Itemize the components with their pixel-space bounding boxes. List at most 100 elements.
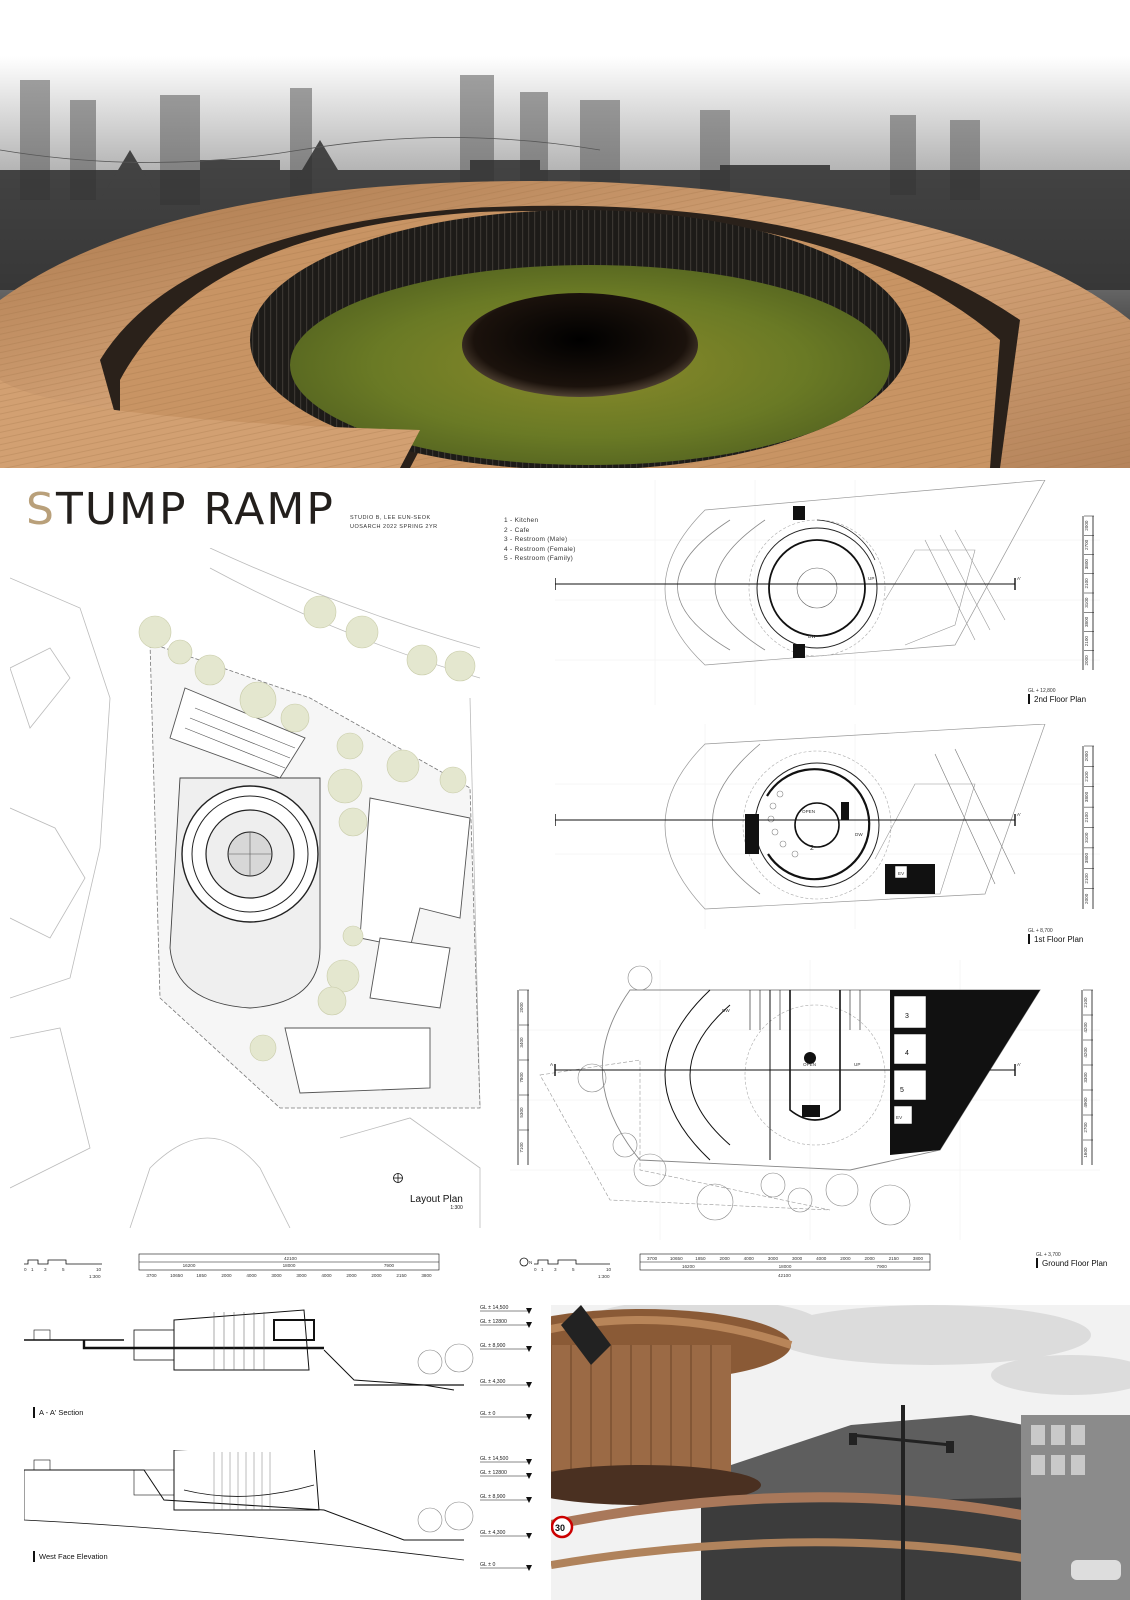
aa-section-title: A - A' Section xyxy=(39,1408,84,1417)
dimension-value: 2700 xyxy=(1083,1122,1088,1133)
dw-marker: DW xyxy=(855,832,863,837)
label-bar xyxy=(1036,1258,1038,1268)
course-line: UOSARCH 2022 SPRING 2YR xyxy=(350,524,438,530)
dimension-value: 2150 xyxy=(396,1273,407,1278)
dimension-value: 2000 xyxy=(346,1273,357,1278)
dimension-value: 2700 xyxy=(1084,539,1089,550)
dimension-value: 2100 xyxy=(1084,873,1089,884)
title-text: STUMP RAMP xyxy=(26,484,335,535)
title-first-letter: S xyxy=(26,484,56,535)
dimension-value: 2000 xyxy=(840,1256,851,1261)
layout-plan-scale: 1:300 xyxy=(450,1205,463,1211)
room-number-cafe: 2 xyxy=(810,845,814,852)
dimension-value: 2000 xyxy=(719,1256,730,1261)
dimension-value: 2150 xyxy=(889,1256,900,1261)
dimension-value: 2000 xyxy=(1084,655,1089,666)
dimension-value: 2100 xyxy=(1084,771,1089,782)
west-elevation-title: West Face Elevation xyxy=(39,1552,108,1561)
scale-tick-1: 1 xyxy=(31,1267,34,1272)
scale-tick-3: 3 xyxy=(44,1267,47,1272)
level-1280: GL ± 12800 xyxy=(480,1470,507,1476)
legend-item-cafe: 2 - Cafe xyxy=(504,526,530,534)
dimension-total: 42100 xyxy=(778,1273,791,1278)
scale-tick-3: 3 xyxy=(554,1267,557,1272)
level-430: GL ± 4,300 xyxy=(480,1379,506,1385)
room-number-family: 5 xyxy=(900,1087,904,1094)
scale-tick-10: 10 xyxy=(96,1267,102,1272)
layout-plan xyxy=(10,548,481,1228)
second-floor-label: GL + 12,800 2nd Floor Plan xyxy=(1028,688,1086,704)
studio-info: STUDIO B, LEE EUN-SEOK UOSARCH 2022 SPRI… xyxy=(350,514,438,532)
first-floor-gl: GL + 8,700 xyxy=(1028,928,1053,934)
open-marker: OPEN xyxy=(802,809,815,814)
up-marker: UP xyxy=(854,1062,860,1067)
level-0: GL ± 0 xyxy=(480,1411,495,1417)
dimension-value: 4000 xyxy=(744,1256,755,1261)
dimension-value: 4200 xyxy=(1083,1022,1088,1033)
dw-marker: DW xyxy=(722,1008,730,1013)
dimension-value: 7800 xyxy=(519,1072,524,1083)
dimension-value: 3000 xyxy=(271,1273,282,1278)
scale-tick-0: 0 xyxy=(24,1267,27,1272)
dimension-value: 3800 xyxy=(421,1273,432,1278)
scale-ratio: 1:300 xyxy=(89,1274,101,1279)
ground-floor-plan: A A' OPEN DW UP 4 3 5 EV 210042004200330… xyxy=(510,960,1100,1240)
legend-item-kitchen: 1 - Kitchen xyxy=(504,517,539,524)
hero-render xyxy=(0,0,1130,468)
dimension-value: 3100 xyxy=(1084,832,1089,843)
dimension-value: 3100 xyxy=(1084,597,1089,608)
dimension-value: 10650 xyxy=(170,1273,183,1278)
aa-section-label: A - A' Section xyxy=(33,1407,83,1418)
dimension-value: 2000 xyxy=(1084,893,1089,904)
legend-item-restroom-family: 5 - Restroom (Family) xyxy=(504,555,574,562)
label-bar xyxy=(33,1407,35,1418)
ground-floor-title: Ground Floor Plan xyxy=(1042,1259,1108,1268)
dimension-value: 3700 xyxy=(146,1273,157,1278)
dw-marker: DW xyxy=(808,634,816,639)
aa-section-drawing xyxy=(24,1309,474,1391)
dimension-value: 3000 xyxy=(768,1256,779,1261)
first-floor-title: 1st Floor Plan xyxy=(1034,935,1084,944)
dimension-value: 7900 xyxy=(384,1263,395,1268)
project-title: STUMP RAMP xyxy=(26,484,335,535)
section-marker-a2: A' xyxy=(1017,1062,1021,1067)
second-floor-plan: A A' UP DW 20002700380021003100380021002… xyxy=(555,480,1100,705)
dimension-value: 5300 xyxy=(519,1107,524,1118)
section-marker-a: A xyxy=(550,1062,554,1067)
dimension-value: 3000 xyxy=(792,1256,803,1261)
dimension-value: 2100 xyxy=(1083,997,1088,1008)
street-render: 30 xyxy=(551,1305,1130,1600)
label-bar xyxy=(1028,694,1030,704)
dimension-value: 10650 xyxy=(670,1256,683,1261)
section-marker-a2: A' xyxy=(1017,812,1021,817)
level-430: GL ± 4,300 xyxy=(480,1530,506,1536)
second-floor-title: 2nd Floor Plan xyxy=(1034,695,1087,704)
dimension-value: 1850 xyxy=(695,1256,706,1261)
dimension-value: 3800 xyxy=(913,1256,924,1261)
second-floor-gl: GL + 12,800 xyxy=(1028,688,1056,694)
legend-item-restroom-female: 4 - Restroom (Female) xyxy=(504,545,576,553)
dimension-value: 2100 xyxy=(1084,812,1089,823)
dimension-value: 1600 xyxy=(1083,1147,1088,1158)
studio-line: STUDIO B, LEE EUN-SEOK xyxy=(350,515,431,521)
room-number-male: 3 xyxy=(905,1013,909,1020)
dimension-value: 3700 xyxy=(647,1256,658,1261)
dimension-value: 4900 xyxy=(1083,1097,1088,1108)
dimension-total: 42100 xyxy=(284,1256,297,1261)
label-bar xyxy=(33,1551,35,1562)
scale-tick-10: 10 xyxy=(606,1267,612,1272)
layout-plan-label: Layout Plan 1:300 xyxy=(410,1194,463,1211)
section-marker-a2: A' xyxy=(1017,576,1021,581)
layout-plan-title: Layout Plan xyxy=(410,1194,463,1205)
dimension-value: 3400 xyxy=(519,1037,524,1048)
dimension-value: 4200 xyxy=(1083,1047,1088,1058)
west-elevation-label: West Face Elevation xyxy=(33,1551,108,1562)
dimension-value: 2000 xyxy=(1084,520,1089,531)
dimension-value: 2000 xyxy=(519,1002,524,1013)
title-rest: TUMP RAMP xyxy=(55,484,335,535)
legend-item-restroom-male: 3 - Restroom (Male) xyxy=(504,536,568,543)
first-floor-plan: A A' OPEN 2 DW EV 2000210038002100310038… xyxy=(555,724,1100,929)
dimension-value: 18000 xyxy=(779,1264,792,1269)
